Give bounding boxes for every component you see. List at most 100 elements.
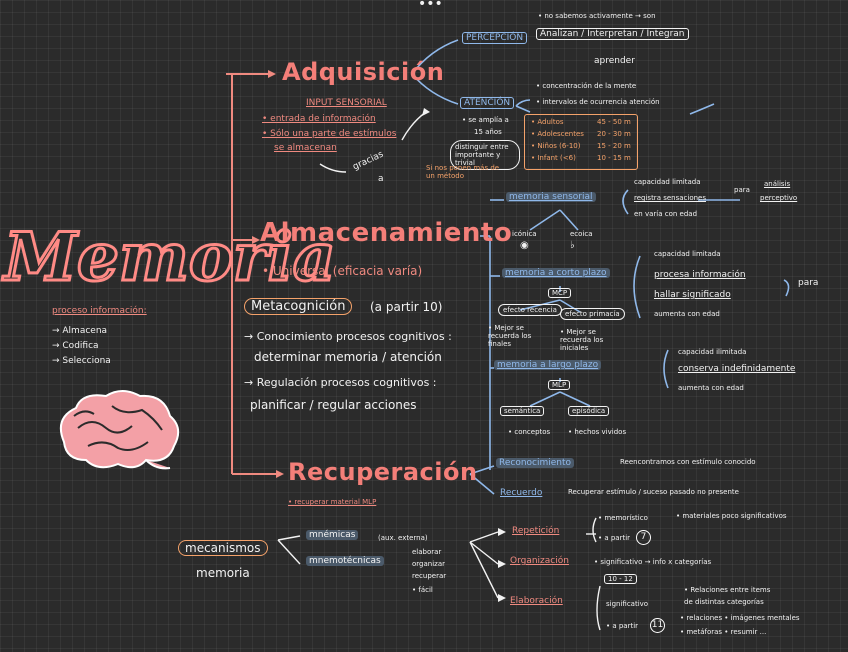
branch-atencion xyxy=(411,73,459,105)
mnem-note-1: elaborar xyxy=(412,548,442,556)
atencion-row-range: 15 - 20 m xyxy=(597,142,631,150)
atencion-row-group: • Niños (6-10) xyxy=(531,142,581,150)
adquisicion-bullet-1: • entrada de información xyxy=(262,114,376,124)
regulacion-line-2: planificar / regular acciones xyxy=(250,398,417,412)
mnem-note-2: organizar xyxy=(412,560,445,568)
almacenamiento-universal: • Universal (eficacia varía) xyxy=(262,264,423,278)
ear-icon: ♭ xyxy=(570,240,575,251)
memoria-largo-plazo-box: memoria a largo plazo xyxy=(494,360,602,370)
sensorial-note-3: en varía con edad xyxy=(634,210,698,218)
corto-note-4: aumenta con edad xyxy=(654,310,720,318)
repeticion-label: Repetición xyxy=(512,526,560,536)
corto-note-1: capacidad limitada xyxy=(654,250,721,258)
sensorial-perceptivo: perceptivo xyxy=(760,194,798,202)
elaboracion-note-3: de distintas categorías xyxy=(684,598,764,606)
mnemicas-aux: (aux. externa) xyxy=(378,534,428,542)
atencion-row-range: 45 - 50 m xyxy=(597,118,631,126)
atencion-row-group: • Infant (<6) xyxy=(531,154,576,162)
mecanismos-pill: mecanismos xyxy=(178,540,268,556)
input-sensorial-label: INPUT SENSORIAL xyxy=(306,98,387,108)
recuerdo-note: Recuperar estímulo / suceso pasado no pr… xyxy=(568,488,739,496)
recuperacion-sub: • recuperar material MLP xyxy=(288,498,377,506)
mcp-label: MCP xyxy=(548,288,572,298)
sensorial-sub-iconica: icónica xyxy=(512,230,537,238)
memoria-semantica: semántica xyxy=(500,406,545,416)
organizacion-label: Organización xyxy=(510,556,569,566)
elaboracion-note-1: significativo xyxy=(606,600,649,608)
memoria-subtitle: proceso información: xyxy=(52,306,147,316)
atencion-anos: 15 años xyxy=(474,128,502,136)
sensorial-sub-ecoica: ecoica xyxy=(570,230,593,238)
atencion-row-group: • Adolescentes xyxy=(531,130,584,138)
organizacion-note: • significativo → info x categorías xyxy=(594,558,712,566)
atencion-note-1: • concentración de la mente xyxy=(536,82,637,90)
sensorial-note-2: registra sensaciones xyxy=(634,194,706,202)
efecto-primacia: efecto primacía xyxy=(560,308,625,320)
corto-note-3: hallar significado xyxy=(654,290,731,300)
conocimiento-line-2: determinar memoria / atención xyxy=(254,350,442,364)
repeticion-a-partir: • a partir xyxy=(598,534,631,542)
mlp-label: MLP xyxy=(548,380,571,390)
atencion-box: ATENCIÓN xyxy=(460,97,515,109)
mnem-note-3: recuperar xyxy=(412,572,447,580)
largo-note-3: aumenta con edad xyxy=(678,384,744,392)
semantica-note: • conceptos xyxy=(508,428,551,436)
eye-icon: ◉ xyxy=(520,240,529,251)
sensorial-note-1: capacidad limitada xyxy=(634,178,701,186)
atencion-table: • Adultos 45 - 50 m • Adolescentes 20 - … xyxy=(524,114,638,170)
mnemotecnicas-box: mnemotécnicas xyxy=(306,556,384,566)
sensorial-analisis: análisis xyxy=(764,180,791,188)
largo-note-2: conserva indefinidamente xyxy=(678,364,796,374)
atencion-note-2: • intervalos de ocurrencia atención xyxy=(536,98,660,106)
percepcion-box: PERCEPCIÓN xyxy=(462,32,528,44)
memoria-item-selecciona: → Selecciona xyxy=(52,356,111,366)
conocimiento-line-1: → Conocimiento procesos cognitivos : xyxy=(244,330,452,343)
percepcion-aprender: aprender xyxy=(594,56,635,66)
repeticion-note-1: • memorístico xyxy=(598,514,648,522)
memoria-corto-plazo-box: memoria a corto plazo xyxy=(502,268,610,278)
repeticion-note-2: • materiales poco significativos xyxy=(676,512,787,520)
corto-note-2: procesa información xyxy=(654,270,746,280)
organizacion-range: 10 - 12 xyxy=(604,574,637,584)
recuerdo-box: Recuerdo xyxy=(500,488,543,498)
largo-note-1: capacidad ilimitada xyxy=(678,348,747,356)
elaboracion-age-circle: 11 xyxy=(650,618,665,633)
mecanismos-memoria: memoria xyxy=(196,566,250,580)
adquisicion-bullet-2: • Sólo una parte de estímulos xyxy=(262,129,397,139)
almacenamiento-title: Almacenamiento xyxy=(260,218,513,248)
regulacion-line-1: → Regulación procesos cognitivos : xyxy=(244,376,437,389)
mnem-note-4: • fácil xyxy=(412,586,433,594)
primacia-note: • Mejor se recuerda los iniciales xyxy=(560,328,604,352)
gracias-arrow xyxy=(401,111,427,141)
reconocimiento-box: Reconocimiento xyxy=(496,458,575,468)
memoria-item-almacena: → Almacena xyxy=(52,326,108,336)
metacognicion-a-partir: (a partir 10) xyxy=(370,300,443,314)
elaboracion-label: Elaboración xyxy=(510,596,563,606)
atencion-row-range: 20 - 30 m xyxy=(597,130,631,138)
corto-para: para xyxy=(798,278,819,288)
recuperacion-title: Recuperación xyxy=(288,458,478,486)
brain-icon xyxy=(60,390,180,470)
atencion-si-no: Si nos ponen más de un método xyxy=(426,164,500,180)
elaboracion-note-2: • Relaciones entre items xyxy=(684,586,771,594)
episodica-note: • hechos vividos xyxy=(568,428,627,436)
top-handle-dots: ••• xyxy=(418,0,443,12)
metacognicion-pill: Metacognición xyxy=(244,298,353,315)
branch-percepcion xyxy=(411,39,459,75)
adquisicion-title: Adquisición xyxy=(282,58,445,86)
atencion-row-range: 10 - 15 m xyxy=(597,154,631,162)
main-title: Memoria xyxy=(3,217,338,298)
reconocimiento-note: Reencontramos con estímulo conocido xyxy=(620,458,756,466)
elaboracion-note-4: • relaciones • imágenes mentales xyxy=(680,614,800,622)
percepcion-note: • no sabemos activamente → son xyxy=(538,12,656,20)
efecto-recencia: efecto recencia xyxy=(498,304,562,316)
elaboracion-a-partir: • a partir xyxy=(606,622,639,630)
atencion-bubble: distinguir entre importante y trivial xyxy=(450,140,520,170)
percepcion-verbs: Analizan / Interpretan / Integran xyxy=(536,28,689,40)
atencion-se-amplia: • se amplía a xyxy=(462,116,509,124)
sensorial-para: para xyxy=(734,186,750,194)
mnemicas-box: mnémicas xyxy=(306,530,359,540)
memoria-item-codifica: → Codifica xyxy=(52,341,99,351)
gracias-a-label: a xyxy=(378,174,384,184)
